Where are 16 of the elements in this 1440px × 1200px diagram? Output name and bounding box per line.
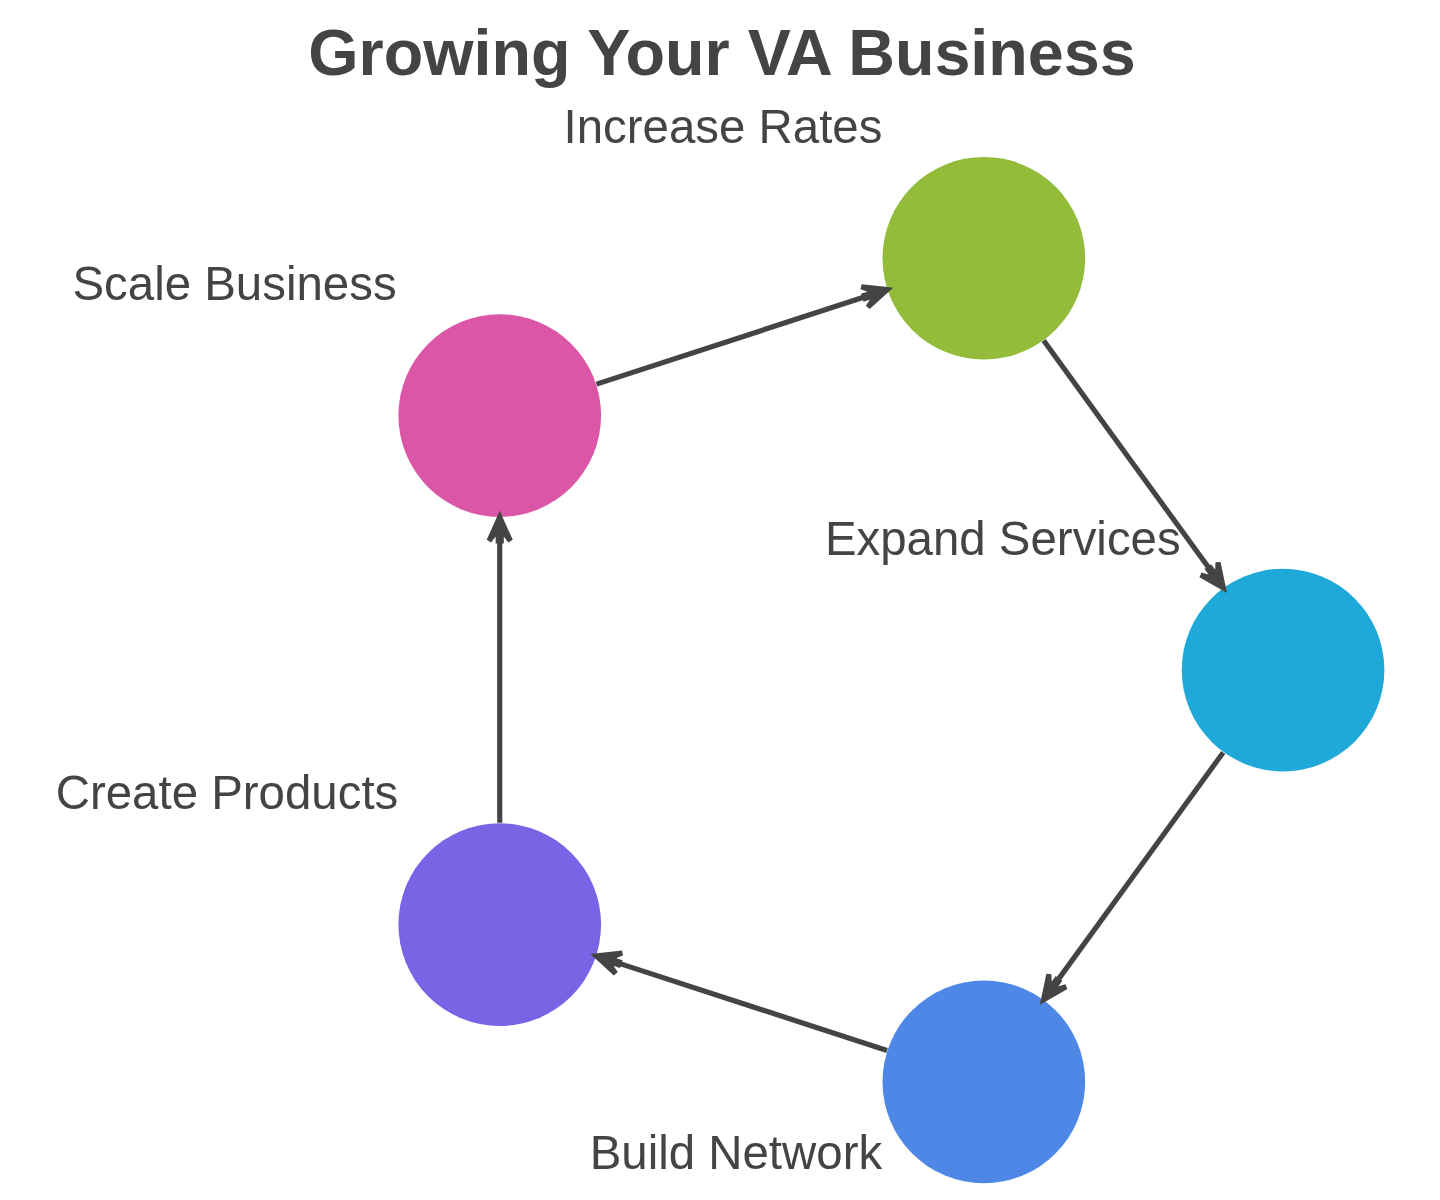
node-circle — [398, 823, 602, 1026]
node-label: Build Network — [589, 1126, 883, 1180]
diagram-title: Growing Your VA Business — [308, 16, 1136, 89]
node-label: Increase Rates — [563, 100, 883, 154]
arrow — [1041, 339, 1226, 591]
node-label: Scale Business — [72, 257, 397, 311]
node-label: Expand Services — [824, 511, 1181, 565]
node-circle — [398, 314, 602, 517]
node-label: Create Products — [55, 766, 399, 820]
node-circle — [882, 980, 1086, 1184]
arrow — [595, 284, 890, 387]
arrow — [1040, 750, 1226, 1003]
node-circle — [1181, 568, 1385, 772]
arrow — [486, 514, 513, 823]
node-circle — [882, 156, 1086, 360]
arrow — [593, 950, 888, 1053]
